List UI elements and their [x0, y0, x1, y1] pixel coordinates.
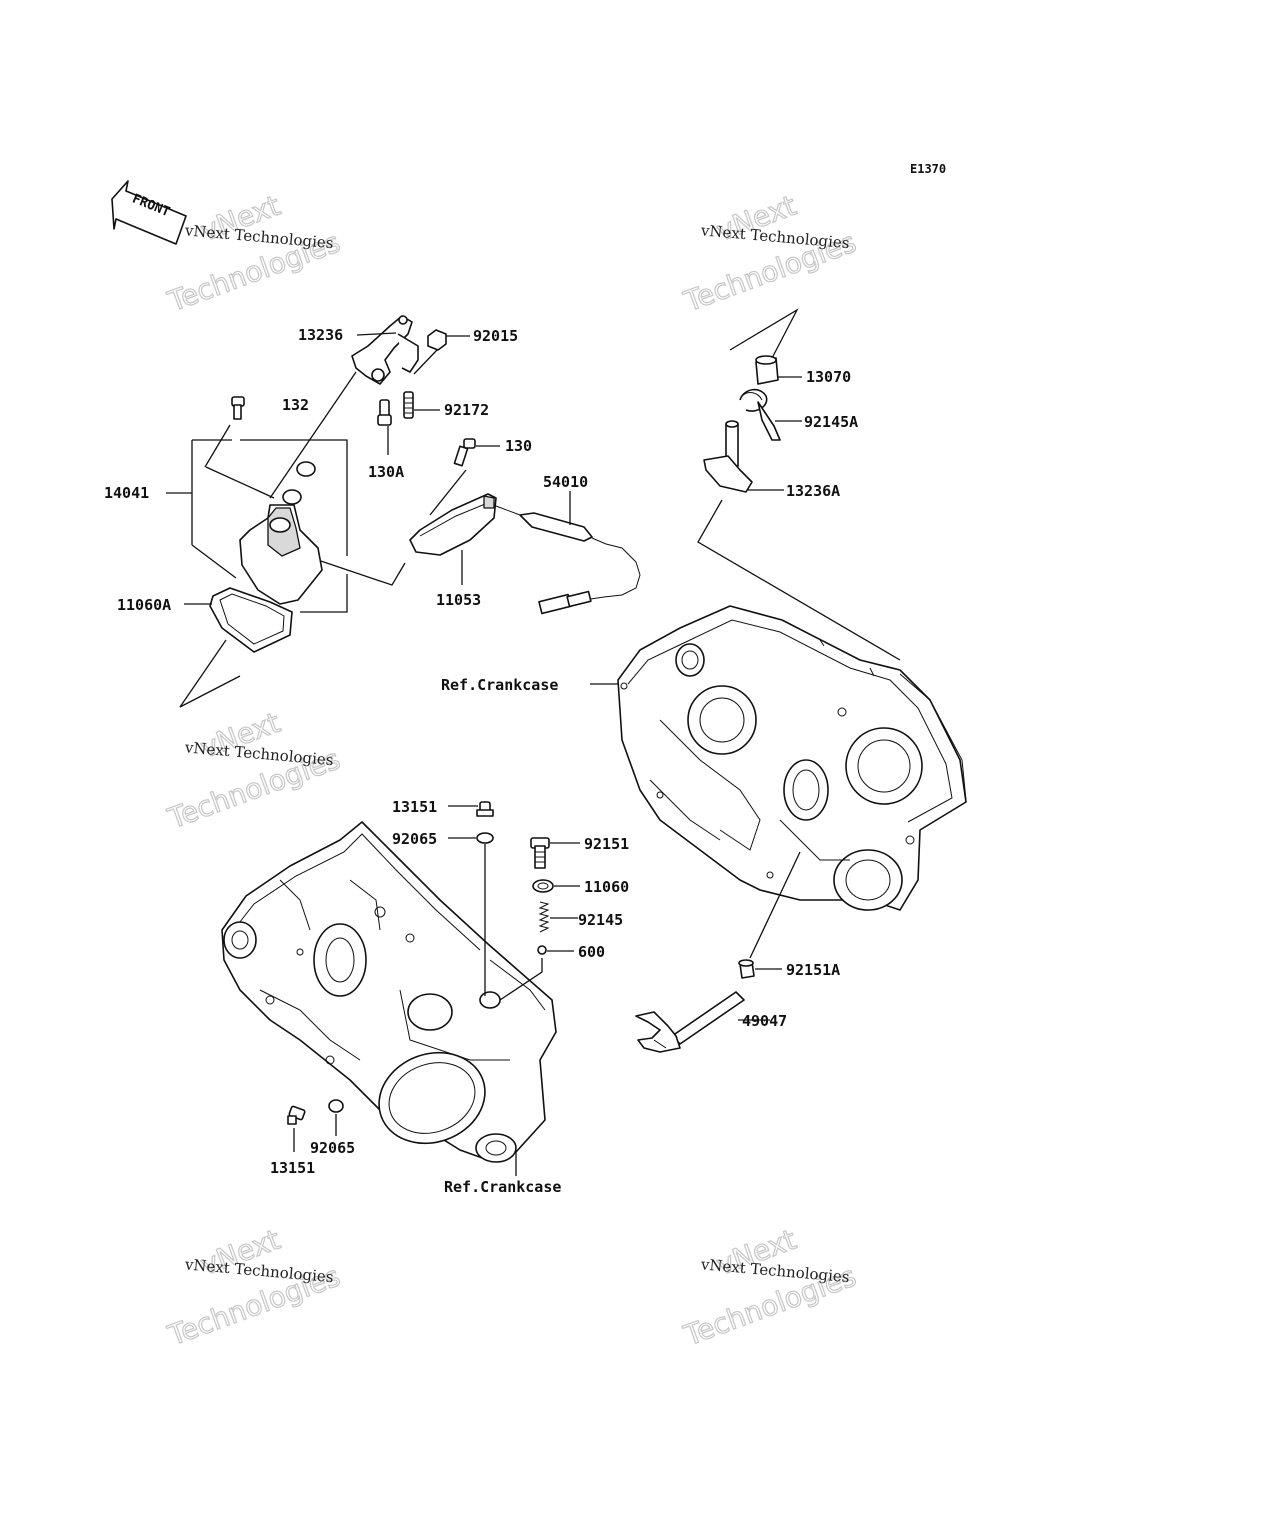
part-11060A	[209, 587, 293, 653]
crankcase-right	[617, 605, 967, 911]
watermark: vNext Technologies vNext Technologies	[679, 1222, 861, 1353]
part-130	[453, 438, 476, 467]
label-11060A: 11060A	[117, 596, 171, 614]
label-13236A: 13236A	[786, 482, 840, 500]
crankcase-left	[221, 821, 557, 1163]
part-13151-upper	[476, 801, 494, 817]
part-92145	[538, 901, 550, 933]
label-130: 130	[505, 437, 532, 455]
watermark: vNext Technologies vNext Technologies	[163, 705, 345, 836]
part-92015	[427, 329, 447, 351]
watermark: vNext Technologies vNext Technologies	[163, 1222, 345, 1353]
label-600: 600	[578, 943, 605, 961]
label-92145A: 92145A	[804, 413, 858, 431]
part-600	[537, 945, 547, 955]
part-92065-upper	[476, 832, 494, 844]
part-49047	[635, 991, 745, 1053]
label-11053: 11053	[436, 591, 481, 609]
label-14041: 14041	[104, 484, 149, 502]
part-92145A	[739, 388, 781, 441]
part-92065-lower	[328, 1099, 344, 1113]
label-130A: 130A	[368, 463, 404, 481]
label-49047: 49047	[742, 1012, 787, 1030]
part-14041	[239, 461, 323, 605]
diagram-code: E1370	[910, 162, 946, 176]
watermark: vNext Technologies vNext Technologies	[679, 188, 861, 319]
part-13236A	[703, 420, 753, 493]
label-54010: 54010	[543, 473, 588, 491]
label-92172: 92172	[444, 401, 489, 419]
front-arrow-icon: FRONT	[111, 180, 187, 245]
label-92151: 92151	[584, 835, 629, 853]
part-13236	[351, 315, 419, 385]
part-11053	[409, 493, 497, 556]
label-13236: 13236	[298, 326, 343, 344]
label-92015: 92015	[473, 327, 518, 345]
part-92172	[403, 391, 414, 419]
part-13151-lower	[287, 1105, 306, 1125]
label-ref-crankcase-lower: Ref.Crankcase	[444, 1178, 561, 1196]
part-11060	[532, 879, 554, 893]
label-13070: 13070	[806, 368, 851, 386]
label-13151-lower: 13151	[270, 1159, 315, 1177]
part-130A	[377, 399, 392, 426]
label-132: 132	[282, 396, 309, 414]
label-92151A: 92151A	[786, 961, 840, 979]
label-92065-lower: 92065	[310, 1139, 355, 1157]
watermark: vNext Technologies vNext Technologies	[163, 188, 345, 319]
part-54010	[495, 505, 641, 615]
part-13070	[755, 355, 779, 385]
part-92151	[530, 837, 550, 869]
label-11060: 11060	[584, 878, 629, 896]
label-ref-crankcase-upper: Ref.Crankcase	[441, 676, 558, 694]
label-92145: 92145	[578, 911, 623, 929]
label-92065-upper: 92065	[392, 830, 437, 848]
label-13151-upper: 13151	[392, 798, 437, 816]
part-92151A	[738, 959, 755, 979]
part-132	[231, 396, 245, 420]
